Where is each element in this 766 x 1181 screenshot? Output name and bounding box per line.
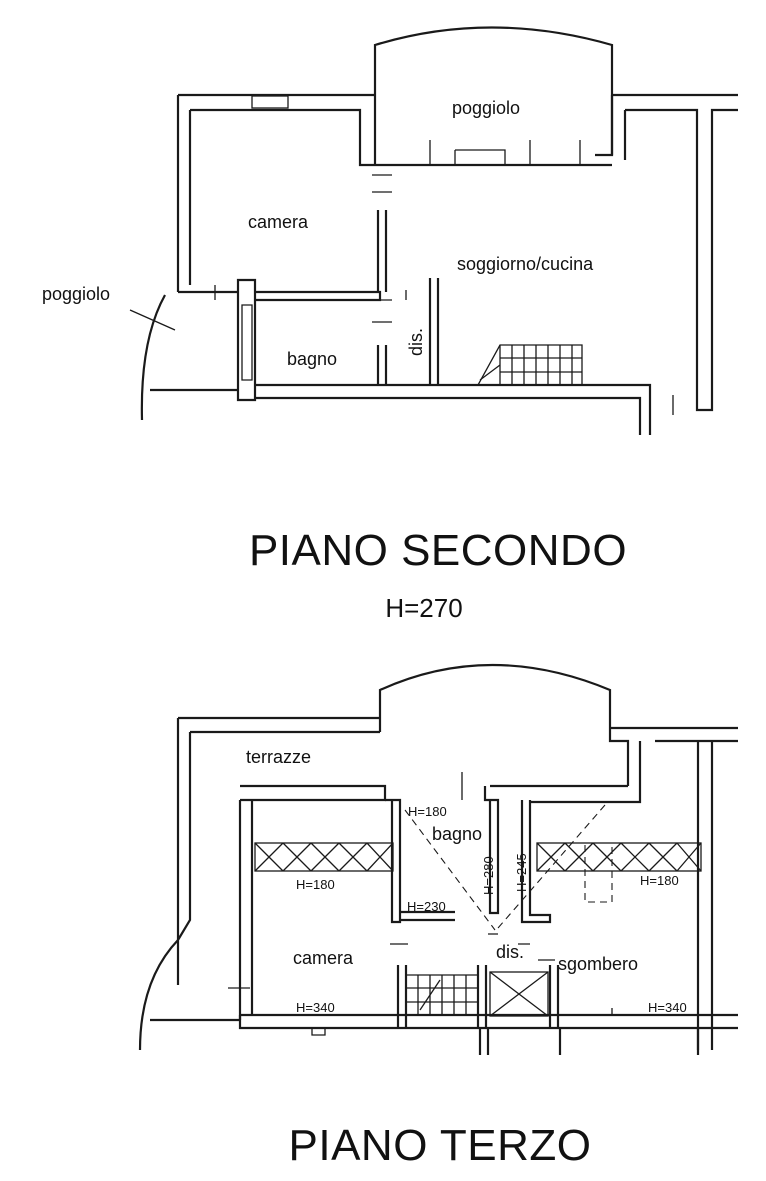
floor-three-title: PIANO TERZO: [289, 1121, 592, 1170]
floor-three-height-245: H=245: [514, 853, 529, 892]
floor-two-title: PIANO SECONDO: [249, 526, 627, 575]
floor-three-height-left-bottom: H=340: [296, 1000, 335, 1015]
floor-two-height: H=270: [385, 593, 462, 623]
floor-three-label-terrazze: terrazze: [246, 747, 311, 767]
floor-three-height-right-beam: H=180: [640, 873, 679, 888]
floor-three-height-230: H=230: [407, 899, 446, 914]
floor-two-label-poggiolo-top: poggiolo: [452, 98, 520, 118]
floor-three-height-bagno-top: H=180: [408, 804, 447, 819]
floor-two-window-top: [251, 95, 289, 109]
floor-three-outer-wall: [176, 716, 738, 1050]
floor-three-label-dis: dis.: [496, 942, 524, 962]
floor-three-height-right-bottom: H=340: [648, 1000, 687, 1015]
floor-three-label-sgombero: sgombero: [558, 954, 638, 974]
floor-three-beam-left: [254, 842, 394, 872]
floor-three-bay-top: [378, 663, 612, 732]
floor-three-shaft: [489, 971, 549, 1017]
floor-three-plan: terrazze H=180 bagno H=180 H=180 H=230 H…: [138, 663, 738, 1055]
floor-two-plan: poggiolo camera soggiorno/cucina poggiol…: [42, 26, 738, 435]
floor-two-label-bagno: bagno: [287, 349, 337, 369]
floor-three-height-left-beam: H=180: [296, 877, 335, 892]
floor-two-balcony-top: [373, 26, 614, 165]
floor-two-label-dis: dis.: [406, 328, 426, 356]
floor-three-height-280: H=280: [481, 856, 496, 895]
floor-three-beam-right: [536, 842, 702, 903]
floor-three-curve-left: [138, 939, 240, 1051]
floor-three-label-bagno: bagno: [432, 824, 482, 844]
floor-two-balcony-left: [140, 290, 238, 421]
floor-two-label-camera: camera: [248, 212, 309, 232]
floor-three-stairs: [406, 974, 478, 1016]
floor-two-outer-wall: [176, 93, 738, 412]
floor-three-label-camera: camera: [293, 948, 354, 968]
floor-three-dashed-slope: [404, 804, 606, 931]
floor-two-label-soggiorno: soggiorno/cucina: [457, 254, 594, 274]
floor-two-interior-walls: [236, 210, 652, 435]
floor-three-interior-walls: [240, 786, 738, 1030]
floor-two-stairs: [477, 344, 583, 386]
floor-two-label-poggiolo-left: poggiolo: [42, 284, 110, 304]
